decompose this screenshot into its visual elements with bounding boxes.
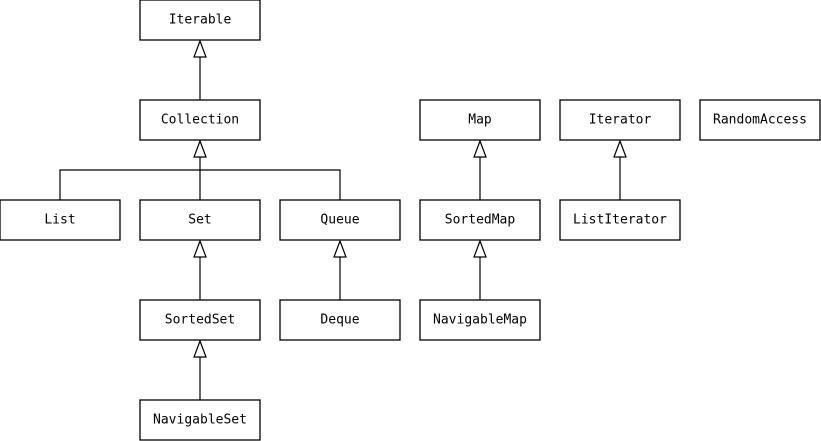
node-set: Set — [139, 199, 261, 241]
node-randomaccess-label: RandomAccess — [713, 113, 807, 128]
node-sortedmap-label: SortedMap — [445, 213, 516, 228]
node-queue: Queue — [279, 199, 401, 241]
edge-sortedmap-map-arrowhead — [473, 139, 487, 158]
edge-collection-iterable-arrowhead — [193, 39, 207, 58]
edge-navigablemap-sortedmap-arrowhead — [473, 239, 487, 258]
node-queue-label: Queue — [320, 213, 359, 228]
node-iterable-label: Iterable — [169, 13, 232, 28]
edge-navigableset-sortedset-arrowhead — [193, 339, 207, 358]
node-navigablemap: NavigableMap — [419, 299, 541, 341]
node-map: Map — [419, 99, 541, 141]
node-sortedset: SortedSet — [139, 299, 261, 341]
node-randomaccess: RandomAccess — [699, 99, 821, 141]
edge-to-collection-arrowhead — [193, 139, 207, 158]
node-navigablemap-label: NavigableMap — [433, 313, 527, 328]
edge-list-collection — [59, 169, 200, 200]
node-collection-label: Collection — [161, 113, 239, 128]
edges — [59, 39, 627, 400]
node-list-label: List — [44, 213, 75, 228]
edge-sortedset-set-arrowhead — [193, 239, 207, 258]
node-iterable: Iterable — [139, 0, 261, 41]
node-sortedset-label: SortedSet — [165, 313, 235, 328]
node-deque-label: Deque — [320, 313, 359, 328]
node-listiterator: ListIterator — [559, 199, 681, 241]
node-navigableset-label: NavigableSet — [153, 413, 247, 428]
node-sortedmap: SortedMap — [419, 199, 541, 241]
node-map-label: Map — [468, 113, 492, 128]
node-iterator-label: Iterator — [589, 113, 652, 128]
node-set-label: Set — [188, 213, 211, 228]
edge-listiterator-iterator-arrowhead — [613, 139, 627, 158]
node-deque: Deque — [279, 299, 401, 341]
node-collection: Collection — [139, 99, 261, 141]
edge-queue-collection — [200, 169, 341, 200]
node-list: List — [0, 199, 121, 241]
edge-deque-queue-arrowhead — [333, 239, 347, 258]
node-navigableset: NavigableSet — [139, 399, 261, 441]
node-iterator: Iterator — [559, 99, 681, 141]
node-listiterator-label: ListIterator — [573, 213, 667, 228]
